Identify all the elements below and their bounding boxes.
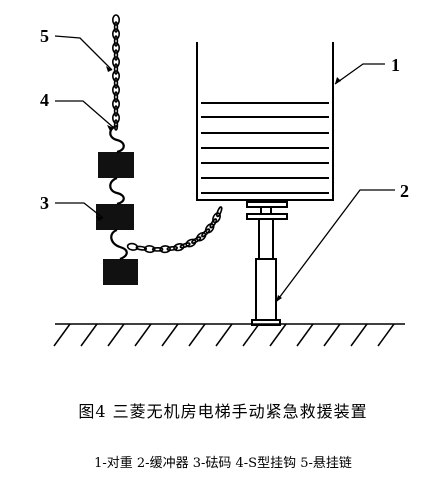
chain-link <box>201 228 211 238</box>
callout-3: 3 <box>40 193 49 213</box>
chain-link <box>112 98 121 110</box>
chain-link <box>113 35 119 47</box>
chain-link <box>204 223 215 234</box>
chain-link <box>113 63 119 75</box>
ground-hatch <box>323 323 341 347</box>
counterweight <box>196 42 334 201</box>
chain-link <box>113 77 119 89</box>
lower-chain <box>126 206 223 254</box>
callout-4: 4 <box>40 90 49 110</box>
chain-link <box>216 206 223 218</box>
chain-link <box>112 14 121 26</box>
chain-link <box>191 236 202 244</box>
leader-lines <box>54 35 395 303</box>
chain-link <box>159 245 171 254</box>
buffer <box>246 201 288 326</box>
ground-hatch <box>107 323 125 347</box>
ground-hatch <box>80 323 98 347</box>
chain-link <box>195 231 207 242</box>
chain-link <box>112 84 121 96</box>
chain-link <box>112 28 121 40</box>
chain-link <box>135 245 148 251</box>
figure-caption: 图4 三菱无机房电梯手动紧急救援装置 <box>78 402 368 421</box>
weights <box>96 152 138 285</box>
ground <box>53 323 405 347</box>
chain-link <box>166 245 178 251</box>
ground-hatch <box>296 323 314 347</box>
callout-1: 1 <box>391 55 400 75</box>
ground-hatch <box>134 323 152 347</box>
chain-link <box>113 119 119 131</box>
chain-link <box>209 218 218 229</box>
chain-link <box>113 21 119 33</box>
ground-hatch <box>53 323 71 347</box>
hanging-chain <box>112 14 121 131</box>
s-hooks <box>109 124 128 261</box>
ground-hatch <box>377 323 395 347</box>
chain-link <box>151 246 164 252</box>
chain-link <box>143 245 156 254</box>
chain-link <box>173 243 185 252</box>
ground-hatch <box>350 323 368 347</box>
chain-link <box>112 112 121 124</box>
chain-link <box>113 105 119 117</box>
ground-hatch <box>188 323 206 347</box>
chain-link <box>112 70 121 82</box>
chain-link <box>179 242 191 249</box>
chain-link <box>126 242 139 251</box>
chain-link <box>113 49 119 61</box>
ground-hatch <box>269 323 287 347</box>
chain-link <box>212 212 221 224</box>
callout-2: 2 <box>400 181 409 201</box>
figure-legend: 1-对重 2-缓冲器 3-砝码 4-S型挂钩 5-悬挂链 <box>94 456 352 471</box>
chain-link <box>112 42 121 54</box>
chain-link <box>113 91 119 103</box>
ground-hatch <box>242 323 260 347</box>
ground-hatch <box>161 323 179 347</box>
chain-link <box>185 238 197 248</box>
callout-5: 5 <box>40 26 49 46</box>
ground-hatch <box>215 323 233 347</box>
arrowheads <box>96 66 341 302</box>
chain-link <box>112 56 121 68</box>
